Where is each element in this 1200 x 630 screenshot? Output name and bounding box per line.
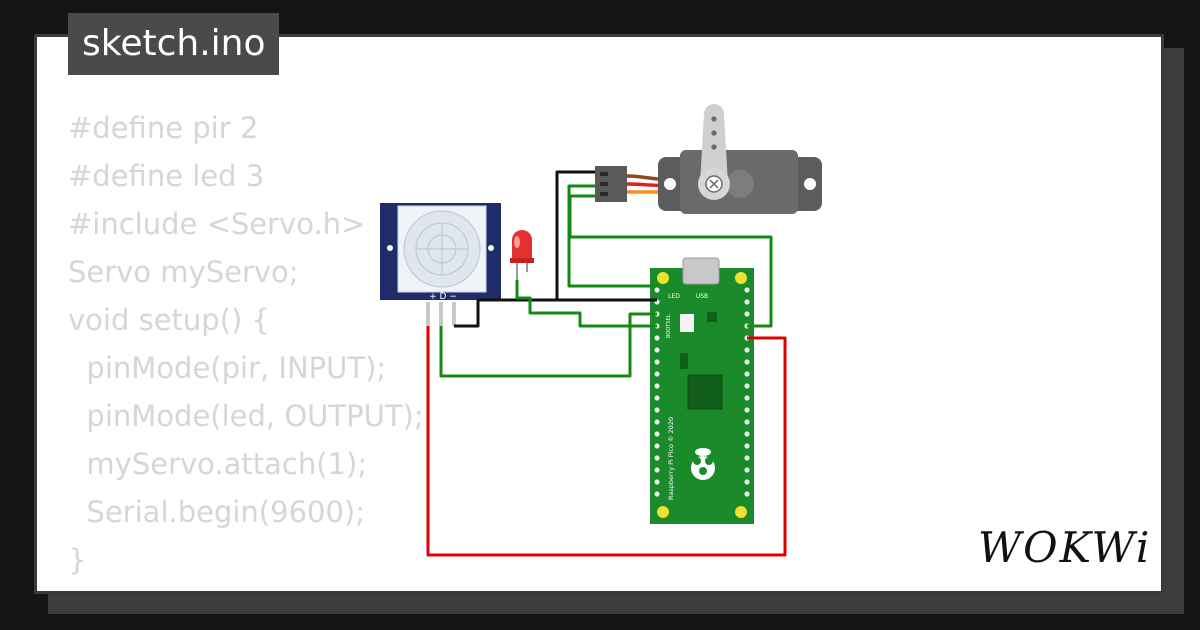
code-line: Serial.begin(9600); <box>68 495 366 529</box>
rp2040-chip <box>687 374 723 410</box>
servo-screw-cross <box>709 179 719 189</box>
wire-pir-gnd[interactable] <box>454 298 557 328</box>
pir-mount-hole <box>387 245 393 251</box>
pico-board[interactable]: USB LED BOOTSEL Raspberry Pi Pico © 2020 <box>650 257 754 524</box>
wire-pir-vcc[interactable] <box>426 326 787 557</box>
bootsel-label: BOOTSEL <box>666 314 672 338</box>
raspberry-logo-icon <box>691 448 715 480</box>
wokwi-logo: WOKWi <box>978 523 1152 572</box>
bootsel-button[interactable] <box>680 314 694 332</box>
preview-card <box>34 34 1164 594</box>
code-line: pinMode(pir, INPUT); <box>68 351 387 385</box>
servo-connector-pin <box>600 182 608 186</box>
pir-mount-hole <box>488 245 494 251</box>
servo-connector[interactable] <box>595 166 627 202</box>
code-line: #define pir 2 <box>68 111 259 145</box>
code-line: #include <Servo.h> <box>68 207 366 241</box>
pir-sensor[interactable]: + D − <box>380 203 501 326</box>
code-line: myServo.attach(1); <box>68 447 368 481</box>
wires <box>426 170 787 557</box>
servo-gear-housing <box>726 170 754 198</box>
board-name-label: Raspberry Pi Pico © 2020 <box>667 417 675 500</box>
pir-pin-data[interactable] <box>439 302 443 326</box>
wire-pir-data[interactable] <box>439 312 657 378</box>
servo-horn-hole <box>711 116 717 122</box>
mounting-hole <box>735 272 747 284</box>
servo-horn-hole <box>711 130 717 136</box>
usb-label: USB <box>696 293 708 300</box>
servo-connector-pin <box>600 172 608 176</box>
pir-pin-labels: + D − <box>429 292 457 302</box>
mounting-hole <box>657 506 669 518</box>
pico-chip-small <box>707 312 717 322</box>
code-line: } <box>68 543 87 577</box>
servo-mount-hole <box>804 178 816 190</box>
mounting-hole <box>657 272 669 284</box>
wire-servo-signal[interactable] <box>568 194 773 328</box>
servo-horn-tip <box>704 104 724 124</box>
mounting-hole <box>735 506 747 518</box>
code-line: pinMode(led, OUTPUT); <box>68 399 424 433</box>
servo-horn-hole <box>711 144 717 150</box>
led-highlight <box>514 236 520 248</box>
wire-servo-gnd[interactable] <box>555 170 657 302</box>
servo-connector-pin <box>600 192 608 196</box>
pico-regulator <box>680 353 688 369</box>
pir-dome-pattern <box>415 222 469 276</box>
file-tab[interactable]: sketch.ino <box>68 13 280 75</box>
red-led[interactable] <box>510 230 534 280</box>
led-label: LED <box>668 293 680 300</box>
pir-pin-gnd[interactable] <box>452 302 456 326</box>
code-editor[interactable]: #define pir 2 #define led 3 #include <Se… <box>68 104 424 584</box>
pico-left-pins[interactable] <box>654 287 660 497</box>
servo-motor[interactable] <box>595 104 822 214</box>
code-line: #define led 3 <box>68 159 265 193</box>
code-line: Servo myServo; <box>68 255 299 289</box>
pir-pin-vcc[interactable] <box>426 302 430 326</box>
led-rim <box>510 258 534 263</box>
code-line: void setup() { <box>68 303 270 337</box>
usb-connector <box>682 257 720 285</box>
wire-led[interactable] <box>515 280 657 328</box>
servo-mount-hole <box>664 178 676 190</box>
